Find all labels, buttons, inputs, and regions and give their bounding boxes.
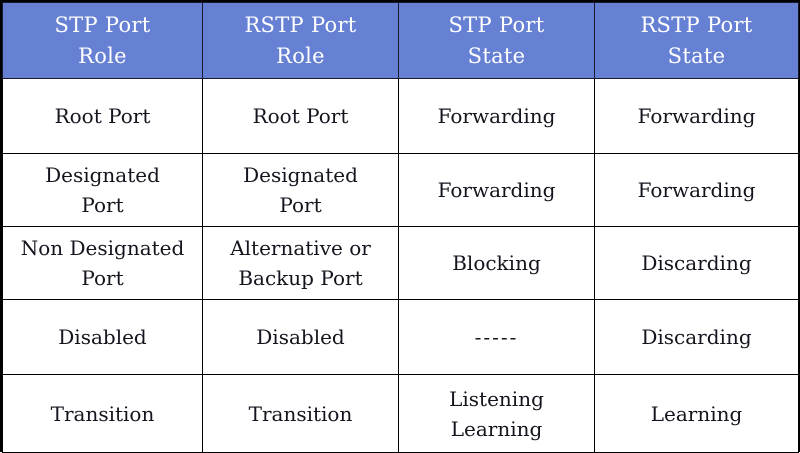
column-header-stp-port-state: STP Port State xyxy=(398,2,595,79)
column-header-line: STP Port xyxy=(54,13,151,38)
table-cell-rstp-port-role: Disabled xyxy=(202,299,399,375)
column-header-line: STP Port xyxy=(448,13,545,38)
table-cell-stp-port-role: Non Designated Port xyxy=(2,226,203,300)
table-cell-rstp-port-state: Learning xyxy=(594,374,799,453)
cell-line: Designated xyxy=(45,163,160,187)
cell-line: Port xyxy=(81,193,124,217)
table-row: Non Designated Port Alternative or Backu… xyxy=(2,226,799,300)
cell-line: Alternative or xyxy=(230,236,371,260)
cell-line: Disabled xyxy=(256,325,345,349)
table-body: Root Port Root Port Forwarding Forwardin… xyxy=(2,78,799,453)
cell-line: Listening xyxy=(449,386,544,411)
cell-line: Port xyxy=(279,193,322,217)
table-cell-rstp-port-role: Alternative or Backup Port xyxy=(202,226,399,300)
table-cell-rstp-port-role: Root Port xyxy=(202,78,399,154)
table-cell-stp-port-role: Root Port xyxy=(2,78,203,154)
column-header-stp-port-role: STP Port Role xyxy=(2,2,203,79)
column-header-line: Role xyxy=(276,43,325,68)
table-cell-rstp-port-role: Transition xyxy=(202,374,399,453)
cell-line: Forwarding xyxy=(437,104,556,128)
table-row: Root Port Root Port Forwarding Forwardin… xyxy=(2,78,799,154)
cell-line: Transition xyxy=(50,401,155,426)
cell-line: Discarding xyxy=(641,251,752,275)
column-header-line: State xyxy=(467,43,526,68)
cell-line: Transition xyxy=(248,401,353,426)
cell-line: Forwarding xyxy=(637,178,756,202)
table-row: Designated Port Designated Port Forwardi… xyxy=(2,153,799,227)
cell-line-empty-placeholder: ----- xyxy=(474,325,519,349)
table-cell-rstp-port-role: Designated Port xyxy=(202,153,399,227)
table-row: Transition Transition Listening Learning… xyxy=(2,374,799,453)
table-cell-stp-port-state: Forwarding xyxy=(398,78,595,154)
cell-line: Disabled xyxy=(58,325,147,349)
cell-line: Learning xyxy=(450,416,543,441)
cell-line: Root Port xyxy=(54,104,151,128)
column-header-line: Role xyxy=(78,43,127,68)
table-cell-stp-port-state: Blocking xyxy=(398,226,595,300)
cell-line: Non Designated xyxy=(20,236,185,260)
cell-line: Learning xyxy=(650,401,743,426)
column-header-rstp-port-role: RSTP Port Role xyxy=(202,2,399,79)
table-cell-rstp-port-state: Forwarding xyxy=(594,78,799,154)
cell-line: Port xyxy=(81,266,124,290)
cell-line: Root Port xyxy=(252,104,349,128)
table-cell-stp-port-state: ----- xyxy=(398,299,595,375)
column-header-line: RSTP Port xyxy=(640,13,753,38)
cell-line: Forwarding xyxy=(437,178,556,202)
table-cell-stp-port-role: Transition xyxy=(2,374,203,453)
table-header-row: STP Port Role RSTP Port Role STP Port St… xyxy=(2,2,799,79)
cell-line: Designated xyxy=(243,163,358,187)
table-cell-rstp-port-state: Discarding xyxy=(594,299,799,375)
cell-line: Backup Port xyxy=(238,266,363,290)
cell-line: Discarding xyxy=(641,325,752,349)
table-header: STP Port Role RSTP Port Role STP Port St… xyxy=(2,2,799,79)
table-cell-stp-port-state: Forwarding xyxy=(398,153,595,227)
table-cell-stp-port-state: Listening Learning xyxy=(398,374,595,453)
table-cell-stp-port-role: Disabled xyxy=(2,299,203,375)
cell-line: Blocking xyxy=(452,251,541,275)
column-header-line: State xyxy=(667,43,726,68)
table-cell-rstp-port-state: Forwarding xyxy=(594,153,799,227)
table-cell-rstp-port-state: Discarding xyxy=(594,226,799,300)
column-header-line: RSTP Port xyxy=(244,13,357,38)
table-cell-stp-port-role: Designated Port xyxy=(2,153,203,227)
table-row: Disabled Disabled ----- Discarding xyxy=(2,299,799,375)
column-header-rstp-port-state: RSTP Port State xyxy=(594,2,799,79)
cell-line: Forwarding xyxy=(637,104,756,128)
